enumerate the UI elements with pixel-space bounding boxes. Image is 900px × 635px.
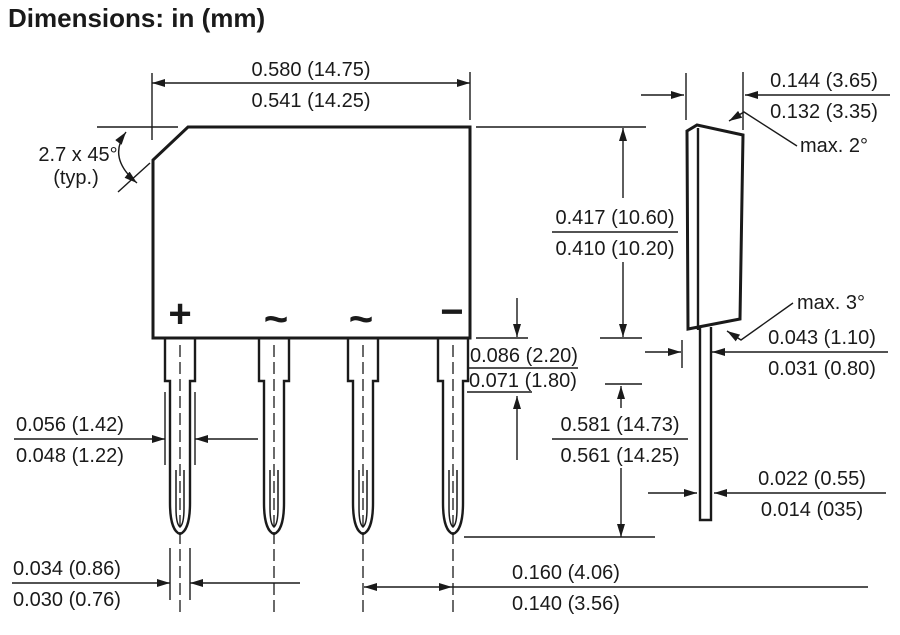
page-title: Dimensions: in (mm) <box>8 3 265 33</box>
leader-line <box>728 110 798 147</box>
dim-lead-tip-width: 0.034 (0.86) 0.030 (0.76) <box>12 548 300 611</box>
dim-chamfer: 2.7 x 45° (typ.) <box>38 126 178 193</box>
dim-label: max. 2° <box>800 135 868 157</box>
dim-label: 0.022 (0.55) <box>758 468 866 490</box>
plus-symbol: + <box>168 292 191 336</box>
side-lead <box>698 327 713 522</box>
dim-label: 0.034 (0.86) <box>13 558 121 580</box>
dim-label: 0.132 (3.35) <box>770 101 878 123</box>
dim-bottom-taper: max. 3° <box>726 292 865 342</box>
dim-lead-pitch: 0.160 (4.06) 0.140 (3.56) <box>364 562 868 615</box>
side-view-dimensions: 0.144 (3.65) 0.132 (3.35) max. 2° max. 3… <box>641 70 890 521</box>
dim-label: 0.410 (10.20) <box>556 238 675 260</box>
dim-label: 0.014 (035) <box>761 499 863 521</box>
dim-label: max. 3° <box>797 292 865 314</box>
dim-body-height: 0.417 (10.60) 0.410 (10.20) <box>476 126 678 339</box>
dim-label: 0.030 (0.76) <box>13 589 121 611</box>
dim-label: 0.561 (14.25) <box>561 445 680 467</box>
dim-label: 0.043 (1.10) <box>768 327 876 349</box>
dim-label: 2.7 x 45° <box>38 144 117 166</box>
dim-label: 0.144 (3.65) <box>770 70 878 92</box>
dim-label: 0.581 (14.73) <box>561 414 680 436</box>
dim-lead-length: 0.581 (14.73) 0.561 (14.25) <box>464 383 688 538</box>
minus-symbol: − <box>440 290 463 334</box>
dim-body-depth: 0.144 (3.65) 0.132 (3.35) <box>641 70 890 130</box>
side-view <box>685 123 745 522</box>
lead-2 <box>257 339 291 616</box>
dim-label: 0.541 (14.25) <box>252 90 371 112</box>
dim-lead-width: 0.056 (1.42) 0.048 (1.22) <box>14 392 258 467</box>
dim-label: 0.071 (1.80) <box>469 370 577 392</box>
front-view: + ~ ~ − <box>151 125 472 616</box>
dim-label: 0.140 (3.56) <box>512 593 620 615</box>
dim-label: 0.031 (0.80) <box>768 358 876 380</box>
dim-label: 0.580 (14.75) <box>252 59 371 81</box>
dim-label: 0.048 (1.22) <box>16 445 124 467</box>
ac1-symbol: ~ <box>264 295 289 342</box>
lead-4 <box>436 339 470 612</box>
dim-label: 0.086 (2.20) <box>470 345 578 367</box>
front-view-dimensions: 0.580 (14.75) 0.541 (14.25) 2.7 x 45° (t… <box>12 59 868 615</box>
dim-lead-offset: 0.043 (1.10) 0.031 (0.80) <box>645 327 888 380</box>
polarity-symbols: + ~ ~ − <box>168 290 463 342</box>
leader-line <box>726 302 794 342</box>
lead-3 <box>346 339 380 612</box>
angle-arc-arrow <box>115 131 138 184</box>
side-body-outline <box>685 123 745 331</box>
dim-body-width: 0.580 (14.75) 0.541 (14.25) <box>151 59 471 140</box>
ac2-symbol: ~ <box>349 295 374 342</box>
dim-label: 0.160 (4.06) <box>512 562 620 584</box>
lead-1 <box>163 339 197 612</box>
side-lead-outline <box>698 327 713 522</box>
dim-label: 0.056 (1.42) <box>16 414 124 436</box>
dim-top-taper: max. 2° <box>728 110 868 157</box>
dim-lead-shoulder: 0.086 (2.20) 0.071 (1.80) <box>467 298 578 460</box>
dim-label: (typ.) <box>53 167 99 189</box>
dim-label: 0.417 (10.60) <box>556 207 675 229</box>
dim-lead-thickness: 0.022 (0.55) 0.014 (035) <box>648 468 886 521</box>
package-body-outline <box>151 125 472 340</box>
